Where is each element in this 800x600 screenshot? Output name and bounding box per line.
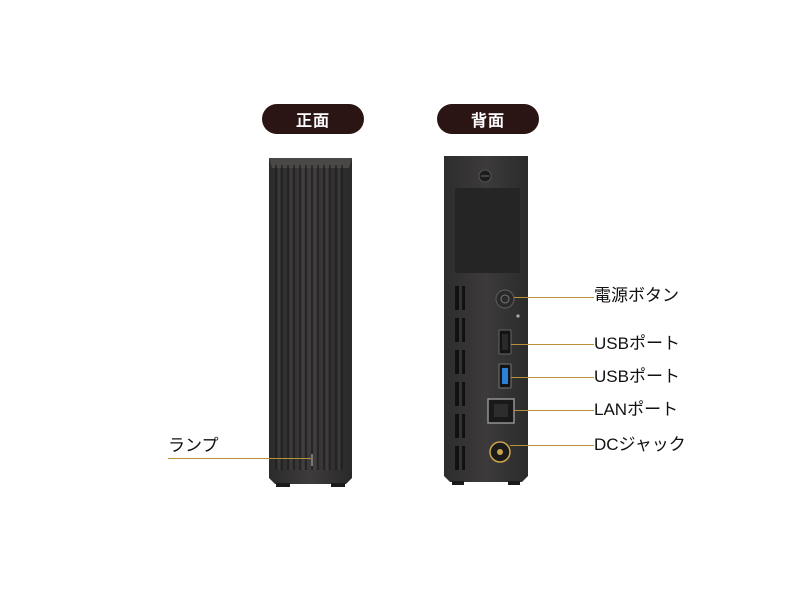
dc-jack-label: DCジャック (594, 435, 686, 454)
front-device (269, 158, 352, 487)
power-button (495, 289, 515, 309)
front-label: 正面 (262, 104, 364, 134)
usb-port-1-leader-line (511, 344, 594, 345)
vent-grille (455, 188, 520, 273)
back-label: 背面 (437, 104, 539, 134)
lamp-leader-line (168, 458, 311, 459)
power-button-label: 電源ボタン (594, 286, 679, 305)
power-button-leader-line (514, 297, 594, 298)
lamp-indicator (311, 454, 313, 466)
back-device (444, 156, 528, 485)
dc-jack-leader-line (510, 445, 594, 446)
lan-port-label: LANポート (594, 400, 679, 419)
usb-port-1-label: USBポート (594, 334, 680, 353)
lamp-label: ランプ (168, 436, 219, 455)
lan-port-leader-line (514, 410, 594, 411)
usb-port-2-label: USBポート (594, 367, 680, 386)
usb-port-2-leader-line (511, 377, 594, 378)
